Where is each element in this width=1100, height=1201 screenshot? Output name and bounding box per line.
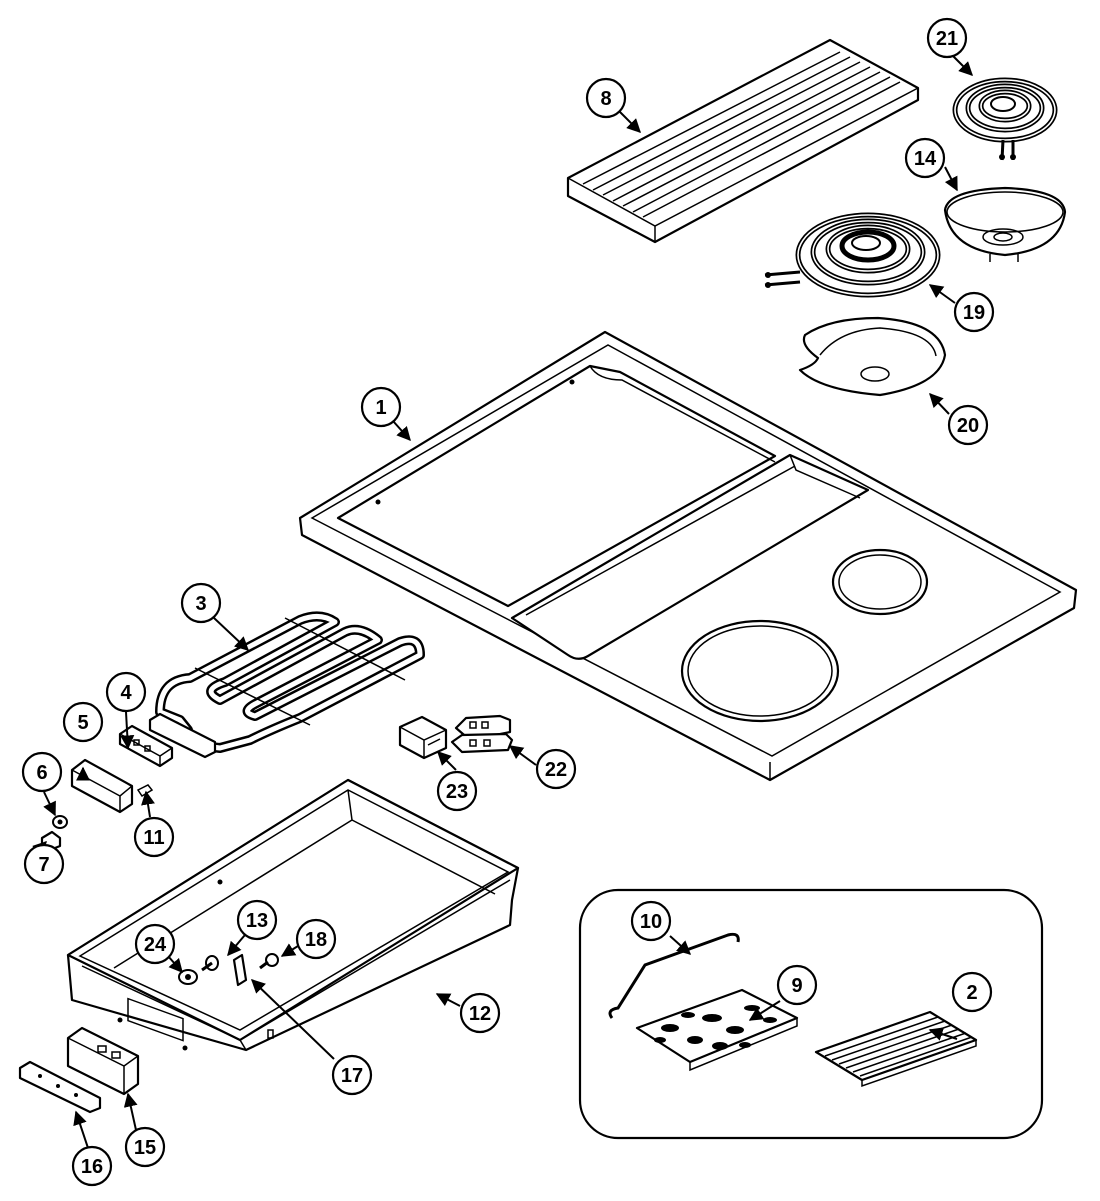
accessory-kit-box — [578, 888, 1044, 1140]
svg-text:17: 17 — [341, 1065, 363, 1087]
callout-5: 5 — [62, 701, 104, 743]
svg-text:22: 22 — [545, 759, 567, 781]
svg-text:15: 15 — [134, 1137, 156, 1159]
svg-text:13: 13 — [246, 910, 268, 932]
part-large-drip-pan — [798, 316, 947, 397]
part-grill-tub — [66, 778, 520, 1052]
svg-text:3: 3 — [195, 593, 206, 615]
callout-23: 23 — [436, 770, 478, 812]
callout-20: 20 — [947, 404, 989, 446]
callout-7: 7 — [23, 843, 65, 885]
callout-2: 2 — [951, 971, 993, 1013]
part-insulator-block — [70, 758, 134, 814]
svg-text:12: 12 — [469, 1003, 491, 1025]
part-terminal-connectors — [450, 714, 514, 754]
part-grill-grate — [566, 38, 920, 244]
svg-text:24: 24 — [144, 934, 167, 956]
part-housing-block — [66, 1026, 140, 1096]
part-heating-element — [148, 611, 425, 759]
svg-text:14: 14 — [914, 148, 937, 170]
svg-text:16: 16 — [81, 1156, 103, 1178]
svg-text:23: 23 — [446, 781, 468, 803]
callout-16: 16 — [71, 1145, 113, 1187]
part-grommet — [178, 969, 198, 985]
callout-12: 12 — [459, 992, 501, 1034]
callout-11: 11 — [133, 816, 175, 858]
part-mounting-bracket — [18, 1060, 102, 1114]
callout-8: 8 — [585, 77, 627, 119]
svg-text:1: 1 — [375, 397, 386, 419]
callout-19: 19 — [953, 291, 995, 333]
part-small-surface-element — [952, 77, 1058, 161]
svg-text:9: 9 — [791, 975, 802, 997]
callout-4: 4 — [105, 671, 147, 713]
svg-text:2: 2 — [966, 982, 977, 1004]
svg-text:5: 5 — [77, 712, 88, 734]
svg-text:4: 4 — [120, 682, 132, 704]
svg-text:10: 10 — [640, 911, 662, 933]
part-bracket-17 — [232, 953, 248, 987]
callout-13: 13 — [236, 899, 278, 941]
callout-1: 1 — [360, 386, 402, 428]
part-nut — [52, 815, 68, 829]
part-clip — [136, 784, 154, 798]
callout-24: 24 — [134, 923, 176, 965]
callout-18: 18 — [295, 918, 337, 960]
svg-text:18: 18 — [305, 929, 327, 951]
part-small-drip-bowl — [943, 186, 1067, 262]
part-switch-block — [398, 715, 448, 760]
svg-text:11: 11 — [143, 827, 164, 849]
part-cooktop-panel — [298, 330, 1078, 782]
svg-text:21: 21 — [936, 28, 958, 50]
callout-14: 14 — [904, 137, 946, 179]
callout-3: 3 — [180, 582, 222, 624]
svg-text:7: 7 — [38, 854, 49, 876]
callout-15: 15 — [124, 1126, 166, 1168]
part-screw-18 — [259, 953, 279, 970]
callout-22: 22 — [535, 748, 577, 790]
svg-text:6: 6 — [36, 762, 47, 784]
callout-10: 10 — [630, 900, 672, 942]
callout-9: 9 — [776, 964, 818, 1006]
svg-text:20: 20 — [957, 415, 979, 437]
callout-6: 6 — [21, 751, 63, 793]
svg-text:19: 19 — [963, 302, 985, 324]
callout-21: 21 — [926, 17, 968, 59]
part-large-surface-element — [764, 212, 941, 298]
svg-text:8: 8 — [600, 88, 611, 110]
part-wire-hook — [608, 932, 740, 1019]
callout-17: 17 — [331, 1054, 373, 1096]
part-screw-13 — [201, 955, 219, 972]
